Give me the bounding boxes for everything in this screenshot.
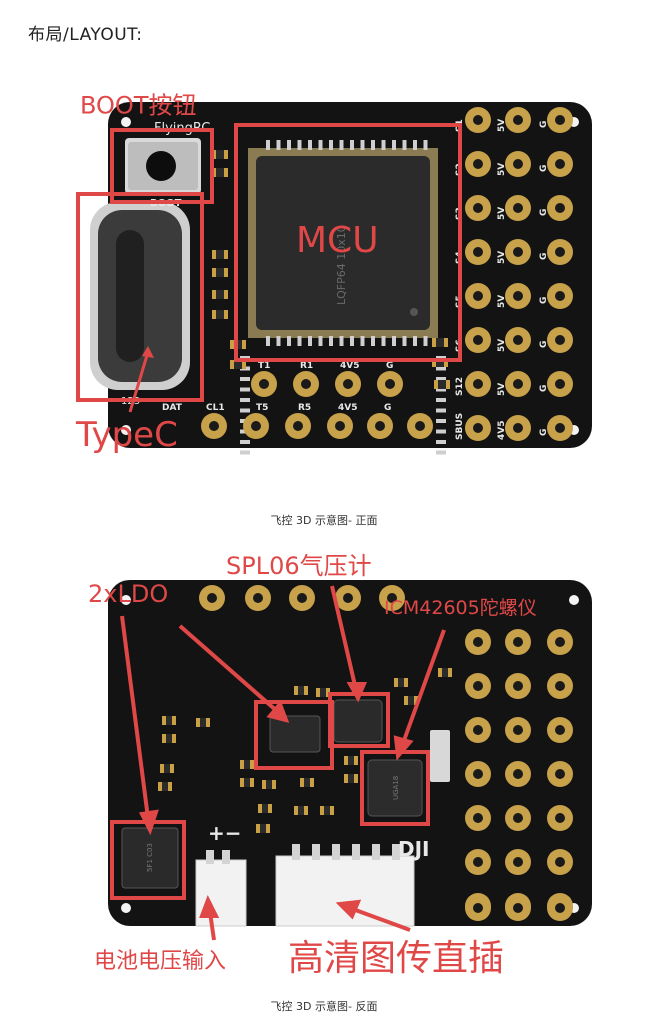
silk-dji: DJI (398, 837, 429, 861)
mcu-highlight-box (234, 123, 462, 362)
annotation-barometer: SPL06气压计 (226, 552, 372, 580)
silk-label: 5V (497, 295, 507, 308)
silk-label: G (539, 341, 549, 348)
typec-connector (90, 202, 190, 390)
imu-chip: UGA18 (367, 759, 423, 817)
front-caption: 飞控 3D 示意图- 正面 (270, 514, 378, 527)
annotation-battery: 电池电压输入 (94, 949, 226, 974)
page-heading: 布局/LAYOUT: (28, 25, 143, 45)
silk-label: 5V (497, 383, 507, 396)
mount-hole (121, 595, 131, 605)
boot-highlight-box (110, 128, 214, 204)
imu-highlight-box (360, 750, 430, 826)
silk-label: 5V (497, 207, 507, 220)
annotation-arrows (120, 585, 446, 941)
silk-label: R5 (298, 403, 311, 413)
silk-label: G (539, 429, 549, 436)
silk-label: G (384, 403, 391, 413)
typec-arrow (128, 351, 150, 413)
back-caption: 飞控 3D 示意图- 反面 (270, 1000, 378, 1013)
silk-label: 5V (497, 251, 507, 264)
silk-label: R1 (300, 361, 313, 371)
ldo-chip-1 (269, 715, 321, 753)
silk-label: T5 (256, 403, 268, 413)
annotation-ldo: 2xLDO (88, 580, 168, 608)
annotation-gyro: ICM42605陀螺仪 (384, 597, 537, 619)
mount-hole (121, 903, 131, 913)
mount-hole (569, 595, 579, 605)
silk-label: 5V (497, 119, 507, 132)
typec-highlight-box (76, 192, 204, 402)
silk-label: G (539, 297, 549, 304)
annotation-mcu: MCU (296, 220, 379, 261)
annotation-boot-button: BOOT按钮 (80, 92, 196, 120)
silk-chip-marking: LQFP64 10x10 (335, 225, 348, 305)
back-pads (199, 585, 573, 921)
silk-label: S12 (455, 377, 465, 396)
silk-label: 4V5 (340, 361, 360, 371)
back-board-figure: 5F1 C03 UGA18 +− DJI 2xLDO S (0, 550, 648, 990)
mount-hole (121, 117, 131, 127)
silk-label: DAT (162, 403, 183, 413)
ldo-chip-2: 5F1 C03 (121, 827, 179, 889)
silk-label: 4V5 (338, 403, 358, 413)
dji-connector (275, 844, 415, 927)
mcu-chip (248, 148, 438, 338)
silk-label: CL1 (206, 403, 225, 413)
silk-label: G (386, 361, 393, 371)
silk-label: SBUS (455, 413, 465, 440)
back-smd-components (158, 668, 452, 833)
mount-hole (121, 425, 131, 435)
silk-label: G (539, 385, 549, 392)
silk-label: G (539, 121, 549, 128)
silk-label: G (539, 253, 549, 260)
ldo-chip-marking: 5F1 C03 (146, 843, 154, 872)
front-pads (201, 107, 573, 441)
svg-text:UGA18: UGA18 (392, 776, 400, 800)
silk-label: G (539, 165, 549, 172)
silk-label: 4V5 (497, 421, 507, 441)
silk-label: 5V (497, 339, 507, 352)
annotation-hd-plug: 高清图传直插 (288, 938, 504, 979)
crystal (430, 730, 450, 782)
silk-label: G (539, 209, 549, 216)
annotation-typec: TypeC (75, 415, 178, 455)
barometer-chip (333, 699, 383, 743)
silk-battery-pm: +− (208, 821, 242, 845)
boot-button-cap (146, 151, 176, 181)
silk-label: T1 (258, 361, 270, 371)
silk-label: 5V (497, 163, 507, 176)
